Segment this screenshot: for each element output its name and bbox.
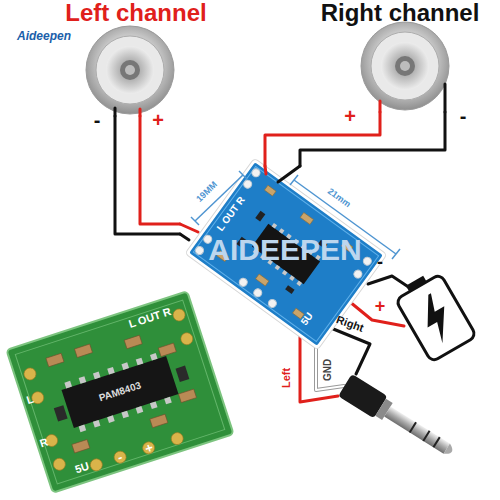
speaker-left [86, 26, 174, 114]
channel-heading: Left channel [36, 0, 236, 26]
signal-name: GND [323, 359, 333, 381]
board-marking: 5U [299, 311, 315, 327]
chip-pin [150, 401, 158, 409]
chip-pin [79, 425, 87, 433]
chip-pin [279, 228, 285, 234]
pin-label: - [116, 450, 124, 464]
pin-label: + [143, 441, 154, 456]
amplifier-board: L OUT R 5U [180, 166, 392, 346]
audio-jack [338, 374, 459, 463]
polarity-mark: + [375, 297, 386, 315]
board-marking: L OUT R [215, 195, 247, 233]
brand-logo: Aideepen [17, 30, 71, 42]
channel-heading: Right channel [305, 0, 495, 26]
amplifier-chip-photo [60, 350, 181, 433]
speaker-leads [115, 84, 445, 116]
board-photo [6, 291, 233, 492]
chip-pin [107, 367, 115, 375]
chip-pin [79, 376, 87, 384]
polarity-mark: + [152, 110, 164, 130]
signal-name: Left [281, 368, 292, 388]
speaker-wire [140, 116, 180, 224]
chip-pin [136, 358, 144, 366]
pin-label: R [39, 437, 50, 450]
chip-pin [93, 420, 101, 428]
polarity-mark: - [377, 253, 383, 271]
chip-pin [275, 265, 281, 271]
pin-label: L [25, 394, 35, 407]
amplifier-board [185, 158, 387, 350]
chip-marking: PAM8403 [98, 380, 143, 403]
speaker-wire [265, 112, 380, 166]
battery [392, 268, 477, 362]
speaker-right [361, 22, 449, 110]
chip-pin [164, 397, 172, 405]
polarity-mark: + [344, 106, 356, 126]
speaker: Right channel [305, 0, 495, 112]
speaker-wire [300, 112, 445, 166]
chip-pin [121, 362, 129, 370]
chip-pin [121, 411, 129, 419]
chip-pin [64, 381, 72, 389]
polarity-mark: - [94, 110, 101, 130]
polarity-mark: - [460, 106, 467, 126]
chip-pin [136, 406, 144, 414]
dimension: 19MM [195, 180, 219, 204]
chip-pin [93, 372, 101, 380]
speaker-wire [115, 116, 180, 234]
terminal-stubs [180, 166, 300, 240]
chip-pin [282, 270, 288, 276]
pin-label: 5U [74, 461, 91, 476]
chip-pin [289, 275, 295, 281]
chip-pin [272, 223, 278, 229]
chip-pin [107, 415, 115, 423]
watermark: AIDEEPEN [208, 235, 361, 265]
signal-name: Right [335, 314, 365, 334]
speaker: Left channel [36, 0, 236, 116]
chip-pin [150, 353, 158, 361]
chip-pin [296, 281, 302, 287]
dimension: 21mm [326, 187, 352, 210]
pin-label: L OUT R [127, 306, 172, 330]
